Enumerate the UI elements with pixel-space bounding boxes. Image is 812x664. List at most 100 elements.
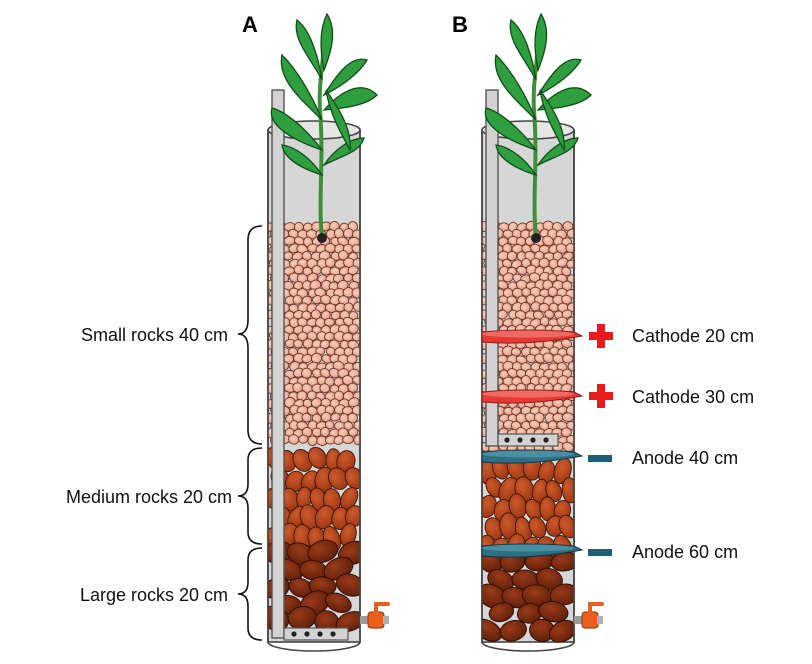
anode-40-disc [481, 449, 584, 464]
label-large-rocks: Large rocks 20 cm [80, 585, 228, 605]
plant-leaf [484, 107, 538, 152]
medium-rock [545, 480, 563, 502]
plant-leaf [509, 18, 537, 81]
plant-root [531, 233, 541, 243]
brace-medium-rocks [237, 447, 263, 545]
sampling-pipe-a [271, 89, 285, 639]
plant-leaf [536, 87, 592, 111]
plate-hole [317, 631, 323, 637]
sampling-pipe-b [485, 89, 499, 447]
small-rock [562, 354, 574, 364]
small-rock [506, 250, 518, 262]
small-rock [310, 352, 323, 364]
plus-icon [589, 324, 613, 348]
small-rock [320, 426, 330, 437]
plant-leaf [280, 53, 323, 121]
column-b [481, 12, 604, 652]
plant-leaf [325, 89, 351, 153]
small-rock [561, 309, 573, 319]
small-rock [311, 265, 322, 276]
column-a [267, 12, 390, 652]
plate-hole [304, 631, 310, 637]
cathode-30-disc [481, 389, 584, 404]
plant-leaf [536, 137, 579, 167]
minus-icon [588, 549, 612, 556]
label-medium-rocks: Medium rocks 20 cm [66, 487, 232, 507]
plant-root [317, 233, 327, 243]
small-rock [301, 412, 312, 423]
small-rock [353, 434, 360, 446]
brace-small-rocks [237, 225, 263, 445]
small-rock [502, 272, 514, 283]
plant-leaf [534, 12, 548, 73]
plate-hole [291, 631, 297, 637]
perforated-plate-a [283, 627, 349, 641]
small-rock [352, 301, 360, 312]
label-small-rocks: Small rocks 40 cm [81, 325, 228, 345]
small-rock [306, 406, 318, 416]
panel-label-a: A [242, 12, 258, 37]
plate-hole [330, 631, 336, 637]
small-rock [343, 273, 354, 283]
plate-hole [543, 437, 549, 443]
large-rock [482, 618, 503, 642]
brace-large-rocks [237, 547, 263, 641]
large-rock [488, 602, 515, 623]
plant-leaf [536, 58, 582, 97]
plant-leaf [281, 144, 324, 177]
plant-leaf [322, 87, 378, 111]
layer-braces [237, 225, 263, 641]
small-rock [323, 317, 336, 327]
valve-icon [574, 602, 604, 629]
valve-icon [360, 602, 390, 629]
large-rock [549, 583, 574, 606]
small-rock [562, 221, 574, 232]
plant-leaf [495, 144, 538, 177]
small-rock [566, 228, 574, 239]
small-rock [556, 257, 569, 268]
small-rock [298, 434, 309, 444]
plant-leaf [320, 12, 334, 73]
plant-leaf [322, 137, 365, 167]
cathode-20-disc [481, 329, 584, 344]
small-rock [530, 301, 541, 312]
large-rock [307, 539, 339, 564]
small-rock [343, 228, 354, 239]
large-rock [324, 592, 352, 613]
small-rock [319, 383, 331, 394]
plant-leaf [539, 89, 565, 153]
anode-60-disc [481, 543, 584, 558]
plant-icon [484, 12, 592, 243]
plant-leaf [295, 18, 323, 81]
small-rock [293, 339, 304, 349]
large-rock [336, 573, 360, 597]
plant-leaf [322, 58, 368, 97]
label-cathode-20: Cathode 20 cm [632, 326, 754, 346]
small-rock [567, 361, 574, 372]
small-rock [342, 434, 354, 445]
large-rock [549, 619, 574, 643]
plus-icon [589, 384, 613, 408]
small-rock [561, 412, 574, 422]
plate-hole [530, 437, 536, 443]
plate-holes-b [504, 437, 549, 443]
plate-hole [517, 437, 523, 443]
plate-holes-a [291, 631, 336, 637]
label-anode-40: Anode 40 cm [632, 448, 738, 468]
small-rock [351, 346, 360, 357]
small-rock [307, 435, 318, 447]
small-rock [542, 235, 554, 247]
small-rock [556, 316, 568, 327]
small-rock [348, 427, 359, 437]
small-rock [347, 412, 358, 424]
medium-rock [558, 514, 574, 539]
large-rock [499, 619, 527, 642]
large-rock [538, 601, 569, 623]
large-rock [335, 611, 360, 633]
small-rock [348, 323, 359, 334]
plant-leaf [270, 107, 324, 152]
small-rock [293, 264, 304, 275]
plant-icon [270, 12, 378, 243]
plate-hole [504, 437, 510, 443]
